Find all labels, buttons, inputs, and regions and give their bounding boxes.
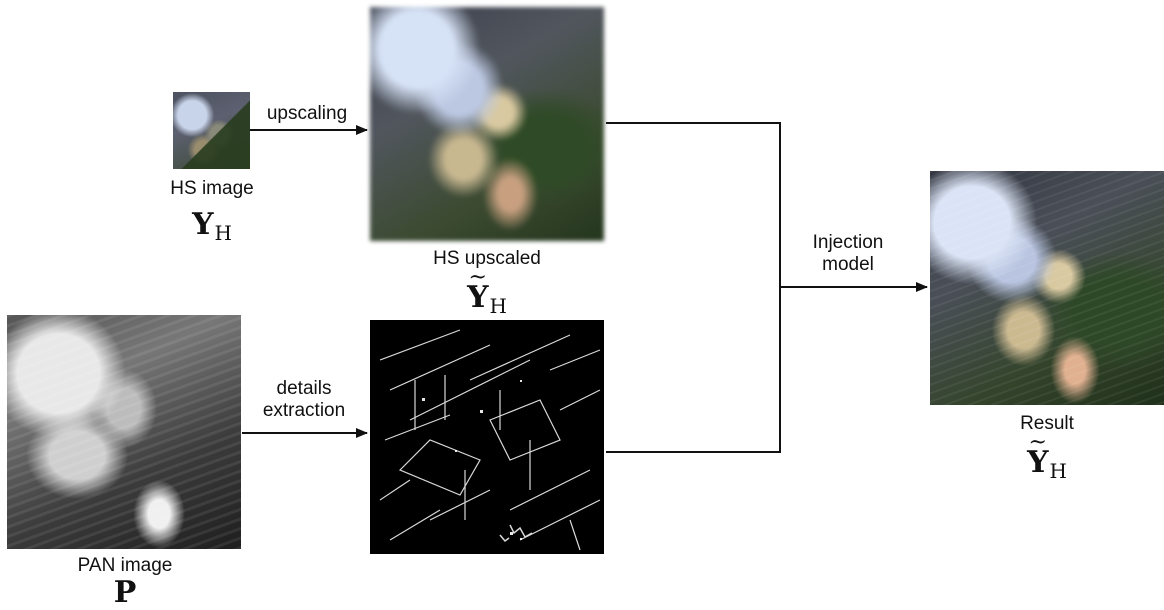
hs-upscaled-tilde: ~	[468, 265, 487, 290]
details-image	[370, 320, 604, 554]
hs-upscaled-symbol-subscript: H	[489, 294, 507, 318]
result-symbol: ~YH	[990, 432, 1104, 486]
result-label: Result	[1020, 413, 1074, 434]
hs-image-symbol-letter: Y	[192, 207, 214, 242]
result-tilde: ~	[1028, 430, 1047, 455]
pan-image-label: PAN image	[77, 555, 173, 576]
line-upscaled-to-join	[606, 122, 781, 453]
details-extraction-line2: extraction	[262, 400, 346, 421]
result-symbol-letter: Y	[1027, 445, 1049, 480]
hs-upscaled-label: HS upscaled	[433, 248, 541, 269]
pan-image	[7, 315, 241, 549]
upscaling-label: upscaling	[266, 103, 348, 124]
hs-upscaled-image	[370, 7, 604, 241]
pan-image-symbol: P	[113, 575, 137, 610]
hs-image-symbol: YH	[160, 210, 264, 248]
hs-image-thumbnail	[173, 92, 250, 169]
hs-upscaled-symbol: ~YH	[410, 267, 564, 321]
result-image	[930, 171, 1164, 405]
injection-model-line2: model	[822, 254, 874, 275]
hs-image-label: HS image	[170, 178, 254, 199]
hs-image-symbol-subscript: H	[214, 221, 232, 245]
hs-upscaled-symbol-letter: Y	[467, 280, 489, 315]
details-extraction-label: details extraction	[244, 378, 364, 422]
details-extraction-line1: details	[276, 378, 332, 399]
injection-model-label: Injection model	[788, 232, 908, 276]
details-edges	[379, 329, 601, 551]
injection-model-line1: Injection	[812, 232, 884, 253]
result-symbol-subscript: H	[1049, 459, 1067, 483]
